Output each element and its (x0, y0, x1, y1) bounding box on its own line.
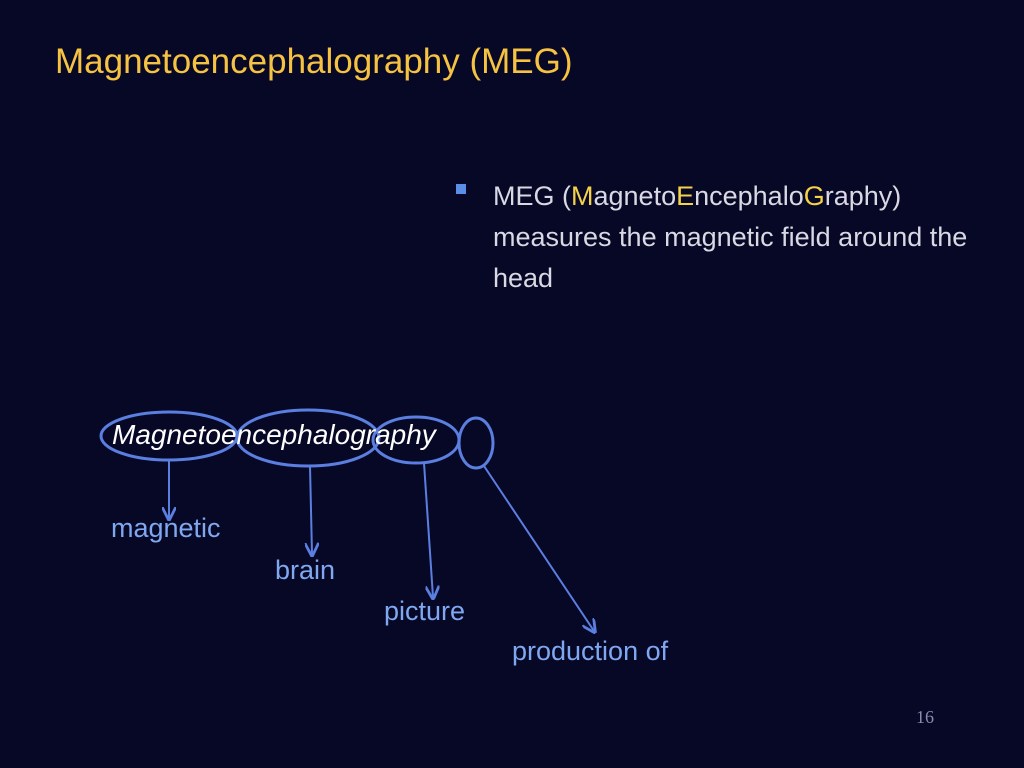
square-bullet-icon (456, 184, 466, 194)
highlight-letter-m: M (571, 181, 594, 211)
arrow-brain (310, 465, 312, 554)
arrow-picture (423, 462, 433, 597)
meaning-production-of: production of (512, 636, 669, 666)
ellipse-y (457, 416, 495, 470)
meaning-magnetic: magnetic (111, 513, 221, 543)
highlight-letter-e: E (676, 181, 695, 211)
bullet-part-encephalo: ncephalo (694, 181, 804, 211)
arrow-production-of (483, 465, 594, 631)
bullet-text: MEG (MagnetoEncephaloGraphy) measures th… (493, 176, 996, 299)
bullet-part-magneto: agneto (593, 181, 677, 211)
bullet-item: MEG (MagnetoEncephaloGraphy) measures th… (456, 176, 996, 299)
page-number: 16 (916, 707, 934, 727)
slide-title: Magnetoencephalography (MEG) (55, 42, 573, 81)
meaning-brain: brain (275, 555, 336, 585)
word-magnetoencephalography: Magnetoencephalography (112, 419, 436, 450)
highlight-letter-g: G (803, 181, 825, 211)
bullet-suffix: raphy) measures the magnetic field aroun… (493, 181, 968, 293)
meaning-picture: picture (384, 596, 466, 626)
bullet-prefix: MEG ( (493, 181, 571, 211)
